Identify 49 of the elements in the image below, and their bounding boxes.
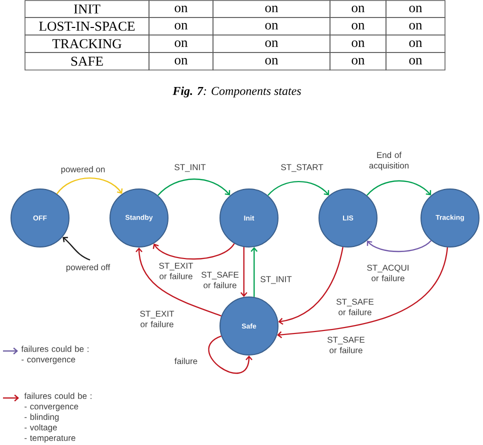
table-cell: on bbox=[386, 34, 446, 53]
edge-label: End of acquisition bbox=[369, 152, 409, 170]
arrow bbox=[208, 336, 252, 374]
table-cell: on bbox=[212, 52, 330, 70]
edge-label: ST_START bbox=[281, 164, 324, 172]
arrow bbox=[366, 240, 432, 252]
arrow bbox=[278, 246, 344, 325]
table-cell: on bbox=[386, 52, 446, 70]
legend-text: failures could be : - convergence bbox=[21, 346, 88, 364]
table-cell: on bbox=[330, 52, 386, 70]
edge-label: ST_EXIT or failure bbox=[140, 310, 174, 328]
table-cell: TRACKING bbox=[24, 34, 150, 53]
edge-label: ST_SAFE or failure bbox=[202, 272, 239, 288]
edge-label: ST_SAFE or failure bbox=[336, 298, 374, 316]
edge-label: powered off bbox=[66, 264, 110, 272]
table-cell: SAFE bbox=[24, 52, 150, 70]
table-cell: on bbox=[148, 17, 214, 36]
table-cell: on bbox=[386, 0, 446, 18]
edge-label: ST_SAFE or failure bbox=[328, 336, 365, 354]
table-cell: INIT bbox=[24, 0, 150, 18]
arrow bbox=[250, 247, 258, 297]
table-cell: on bbox=[386, 17, 446, 36]
table-cell: on bbox=[148, 34, 214, 53]
table-cell: on bbox=[148, 52, 214, 70]
edge-label: ST_INIT bbox=[174, 164, 206, 172]
legend-text: failures could be : - convergence - blinding - voltage - temperature bbox=[24, 392, 92, 443]
arrow bbox=[277, 247, 448, 338]
arrow bbox=[136, 247, 222, 316]
arrow bbox=[268, 181, 330, 196]
arrow bbox=[62, 236, 90, 261]
table-cell: on bbox=[330, 0, 386, 18]
table-cell: on bbox=[212, 34, 330, 53]
table-cell: on bbox=[148, 0, 214, 18]
arrow bbox=[366, 180, 432, 196]
arrow bbox=[240, 247, 248, 297]
arrow bbox=[158, 178, 230, 196]
table-cell: on bbox=[212, 0, 330, 18]
table-cell: LOST-IN-SPACE bbox=[24, 17, 150, 36]
table-cell: on bbox=[330, 17, 386, 36]
arrow bbox=[152, 243, 235, 260]
caption: Fig. 7: Components states bbox=[172, 86, 301, 98]
edge-label: powered on bbox=[61, 166, 105, 174]
table-cell: on bbox=[212, 17, 330, 36]
edge-label: failure bbox=[174, 358, 198, 364]
edge-label: ST_EXIT or failure bbox=[159, 262, 194, 280]
edge-label: ST_ACQUI or failure bbox=[367, 264, 408, 282]
arrow bbox=[56, 178, 123, 194]
table-cell: on bbox=[330, 34, 386, 53]
edge-label: ST_INIT bbox=[260, 276, 292, 284]
